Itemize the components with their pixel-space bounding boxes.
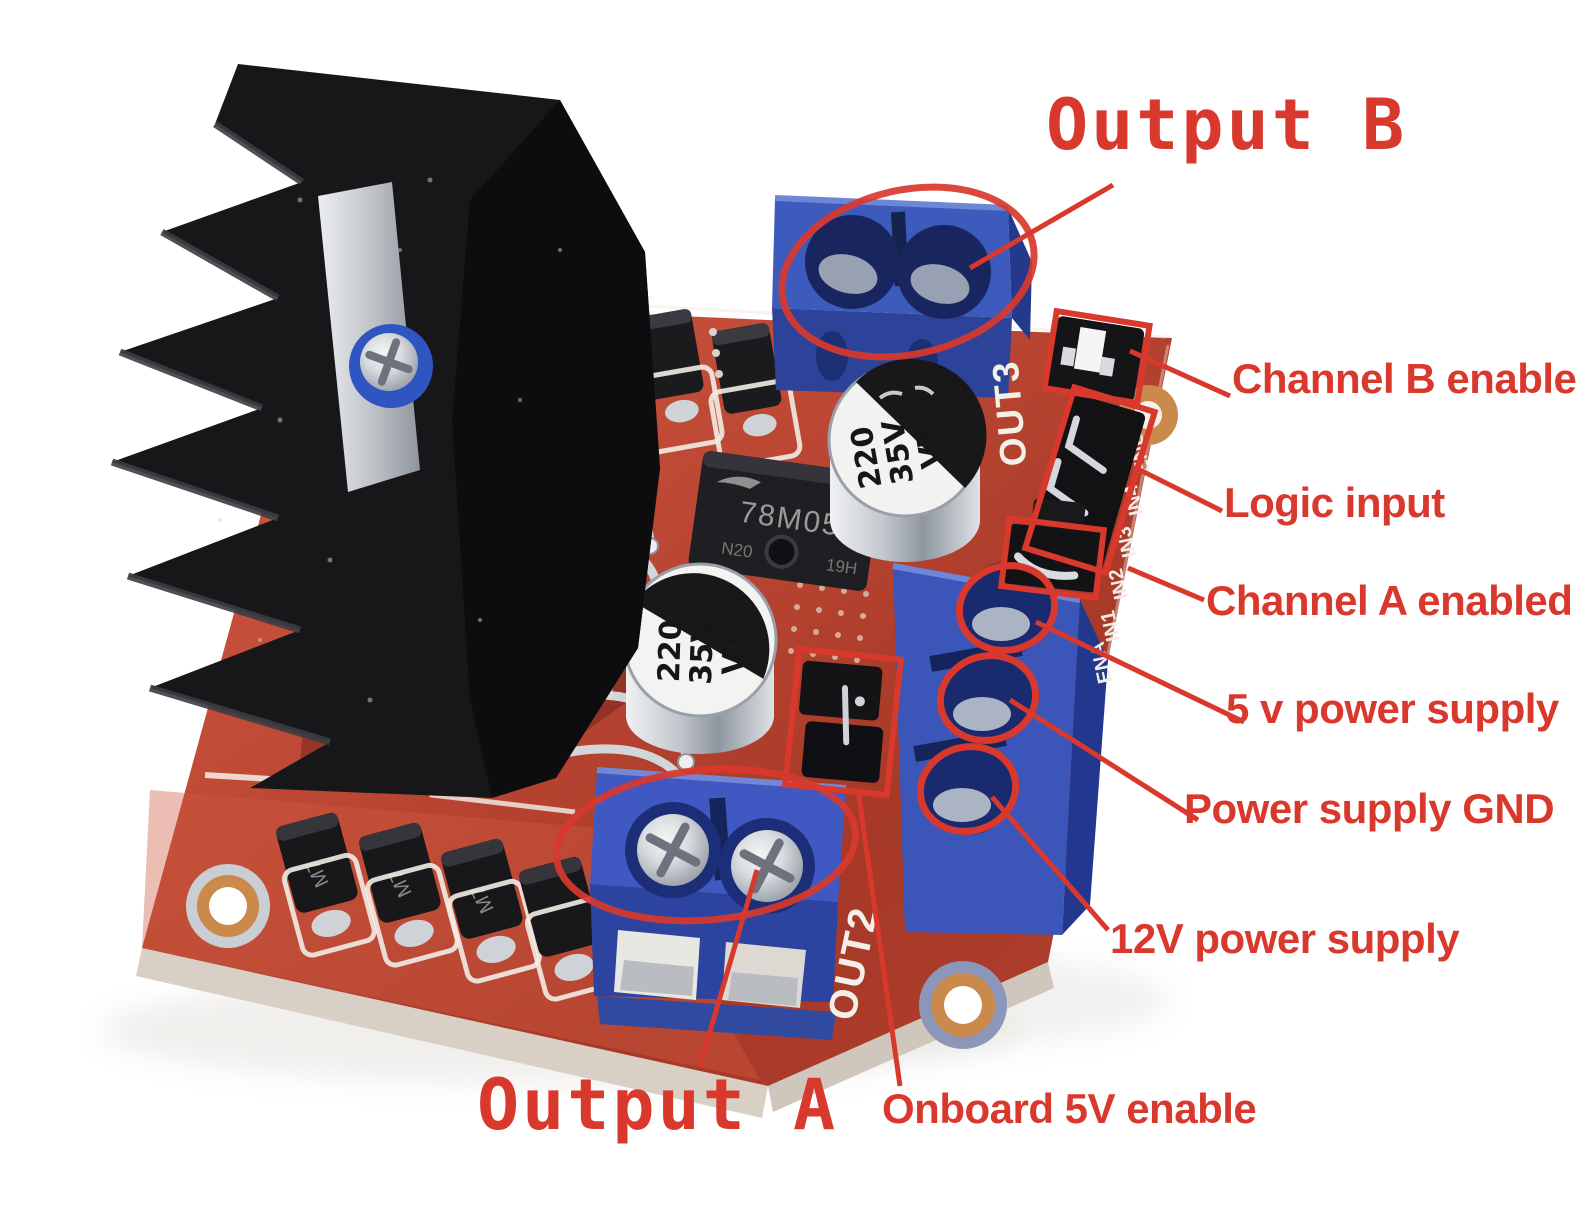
mounting-hole-bottom-right (919, 961, 1007, 1049)
solder-dots (709, 328, 723, 378)
silkscreen-out3: OUT3 (984, 358, 1034, 468)
heatsink-fin-edges (110, 121, 332, 746)
output-b-leader (968, 182, 1115, 271)
svg-text:VT: VT (909, 421, 951, 471)
pcb-edge-face-left (136, 948, 768, 1118)
logic-input-leader (1134, 465, 1224, 514)
output-b-ellipse (778, 183, 1038, 361)
jumper-channel-b (1047, 316, 1145, 402)
heatsink-speckles (218, 177, 562, 703)
diodes-bottom: M7 M7 M7 (276, 812, 620, 1002)
regulator-lot-left: N20 (720, 539, 754, 562)
capacitor-a-label: 220 35V VT (652, 618, 753, 685)
onboard-5v-rect (781, 645, 905, 799)
label-output-a: Output A (477, 1064, 839, 1146)
label-power-supply-gnd: Power supply GND (1184, 785, 1555, 832)
terminal-output-a (590, 767, 847, 1040)
svg-text:220: 220 (652, 619, 689, 683)
st-logo (716, 476, 762, 489)
svg-text:35V: 35V (684, 618, 721, 685)
mounting-hole-bottom-left (186, 864, 270, 948)
capacitor-a: 220 35V VT (622, 562, 778, 754)
capacitor-b: 220 35V VT (827, 358, 987, 562)
supply-12v-leader (990, 795, 1110, 932)
diodes-top (630, 309, 803, 470)
label-onboard-5v-enable: Onboard 5V enable (882, 1085, 1257, 1132)
terminal-power (892, 562, 1108, 935)
label-5v-power-supply: 5 v power supply (1226, 685, 1559, 732)
label-channel-a-enabled: Channel A enabled (1206, 577, 1573, 624)
supply-5v-leader (1034, 619, 1246, 725)
leader-lines (697, 182, 1246, 1087)
label-output-b: Output B (1046, 84, 1408, 166)
channel-a-leader (1127, 565, 1205, 603)
channel-a-rect (997, 515, 1108, 601)
heatsink (110, 64, 660, 798)
logic-input-rect (1021, 383, 1159, 577)
label-channel-b-enabled: Channel B enabled (1232, 355, 1576, 402)
supply-gnd-leader (1008, 697, 1200, 823)
heatsink-screw (349, 324, 433, 408)
svg-text:VT: VT (716, 630, 753, 675)
output-a-ellipse (552, 765, 860, 925)
jumper-onboard-5v (799, 660, 884, 783)
supply-5v-circle (955, 562, 1059, 654)
regulator-lot-right: 19H (825, 555, 859, 578)
supply-12v-circle (916, 743, 1020, 835)
output-a-leader (697, 869, 760, 1067)
annotation-overlay (552, 182, 1246, 1087)
label-12v-power-supply: 12V power supply (1110, 915, 1460, 962)
onboard-5v-leader (855, 789, 903, 1087)
label-logic-input: Logic input (1224, 479, 1445, 526)
channel-b-leader (1128, 348, 1232, 399)
supply-gnd-circle (936, 652, 1040, 744)
